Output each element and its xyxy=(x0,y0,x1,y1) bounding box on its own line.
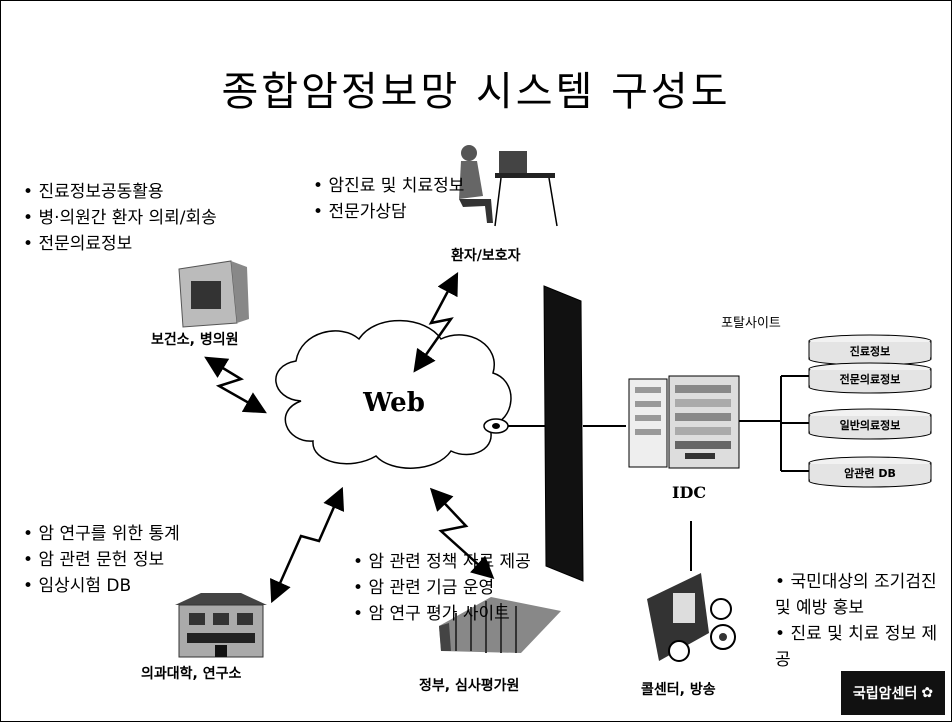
government-label: 정부, 심사평가원 xyxy=(419,678,520,694)
db-cylinder-4: 암관련 DB xyxy=(808,456,932,488)
portal-label: 포탈사이트 xyxy=(721,316,781,331)
callcenter-bullet-list: 국민대상의 조기검진 및 예방 홍보 진료 및 치료 정보 제공 xyxy=(775,569,941,673)
web-label: Web xyxy=(362,388,425,418)
logo-text: 국립암센터 xyxy=(852,686,918,702)
link-clinic xyxy=(204,356,267,414)
logo-leaf-icon: ✿ xyxy=(921,685,934,701)
university-bullet: 암 연구를 위한 통계 xyxy=(23,521,179,547)
university-building-icon xyxy=(175,593,267,658)
university-label: 의과대학, 연구소 xyxy=(141,666,242,682)
link-patient xyxy=(413,272,459,373)
patient-label: 환자/보호자 xyxy=(451,248,521,264)
government-bullet: 암 관련 정책 자료 제공 xyxy=(353,549,530,575)
clinic-label: 보건소, 병의원 xyxy=(151,332,239,348)
link-university xyxy=(270,486,345,604)
government-bullet-list: 암 관련 정책 자료 제공 암 관련 기금 운영 암 연구 평가 사이트 xyxy=(353,549,531,627)
patient-bullet: 암진료 및 치료정보 xyxy=(313,173,464,199)
patient-computer-icon xyxy=(459,145,558,227)
clinic-building-icon xyxy=(178,260,249,328)
clinic-bullet: 병·의원간 환자 의뢰/회송 xyxy=(23,205,216,231)
government-bullet: 암 연구 평가 사이트 xyxy=(353,601,531,627)
government-bullet: 암 관련 기금 운영 xyxy=(353,575,531,601)
patient-bullet: 전문가상담 xyxy=(313,199,464,225)
idc-label: IDC xyxy=(672,483,706,502)
university-bullet: 암 관련 문헌 정보 xyxy=(23,547,180,573)
callcenter-label: 콜센터, 방송 xyxy=(641,682,716,698)
db-cylinder-3: 일반의료정보 xyxy=(808,408,932,440)
db-label-4: 암관련 DB xyxy=(844,466,896,480)
callcenter-broadcast-icon xyxy=(647,573,736,662)
db-label-1: 진료정보 xyxy=(850,344,890,358)
clinic-bullet: 진료정보공동활용 xyxy=(23,179,217,205)
db-cylinder-1: 진료정보 xyxy=(808,334,932,366)
callcenter-bullet: 국민대상의 조기검진 및 예방 홍보 xyxy=(775,569,941,621)
idc-server-icon xyxy=(628,375,740,469)
university-bullet: 임상시험 DB xyxy=(23,573,180,599)
ncc-logo: 국립암센터 ✿ xyxy=(841,671,945,715)
university-bullet-list: 암 연구를 위한 통계 암 관련 문헌 정보 임상시험 DB xyxy=(23,521,180,599)
patient-bullet-list: 암진료 및 치료정보 전문가상담 xyxy=(313,173,464,225)
diagram-title: 종합암정보망 시스템 구성도 xyxy=(221,69,731,115)
callcenter-bullet: 진료 및 치료 정보 제공 xyxy=(775,621,941,673)
db-label-2: 전문의료정보 xyxy=(840,372,901,386)
clinic-bullet: 전문의료정보 xyxy=(23,231,217,257)
clinic-bullet-list: 진료정보공동활용 병·의원간 환자 의뢰/회송 전문의료정보 xyxy=(23,179,217,257)
db-cylinder-2: 전문의료정보 xyxy=(808,362,932,394)
db-label-3: 일반의료정보 xyxy=(840,418,901,432)
firewall-wall xyxy=(543,285,584,582)
